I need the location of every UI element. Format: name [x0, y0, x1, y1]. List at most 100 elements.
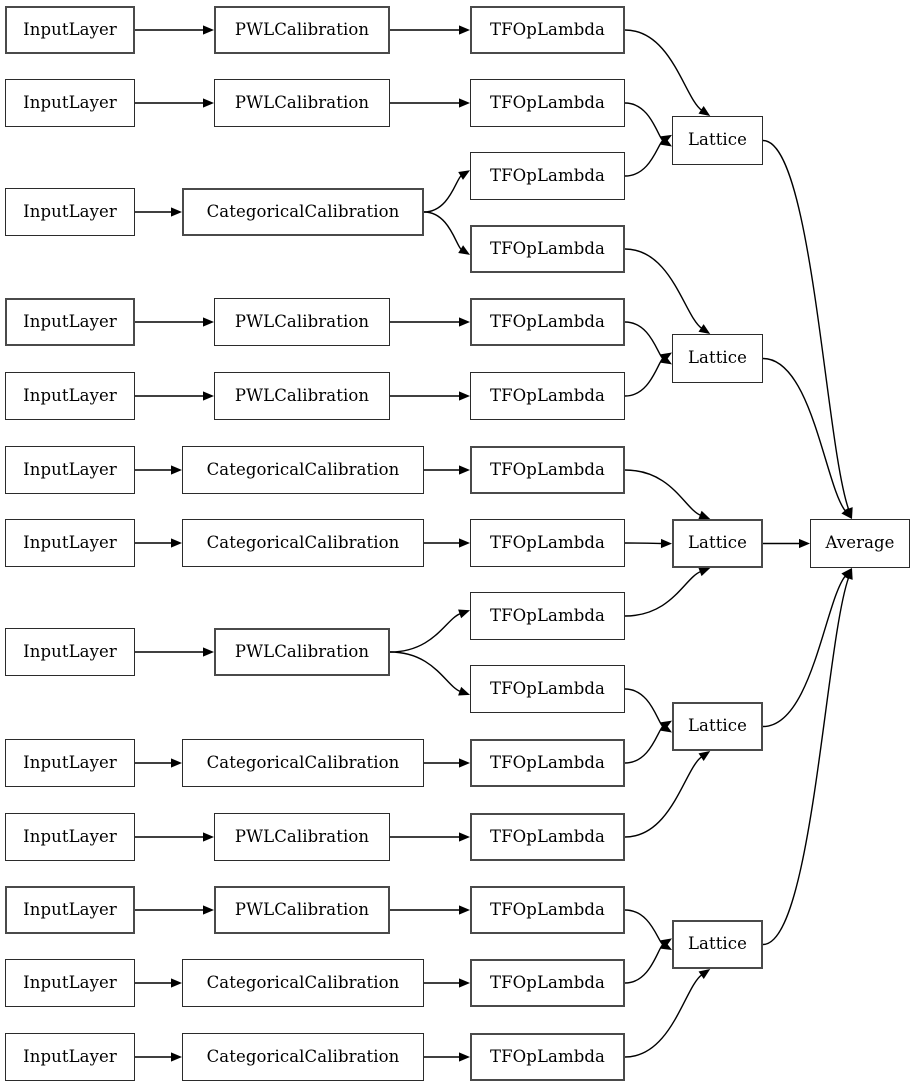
edge-lam6-to-lat2 [624, 357, 665, 397]
arrowhead-cal8-to-lam9 [458, 609, 470, 619]
node-lam10: TFOpLambda [470, 665, 625, 713]
node-avg: Average [810, 519, 910, 568]
node-label-cal12: CategoricalCalibration [206, 972, 400, 992]
node-in7: InputLayer [5, 519, 135, 567]
arrowhead-lam14-to-lat5 [660, 938, 672, 949]
arrowhead-lam11-to-lat4 [660, 720, 672, 731]
node-lam14: TFOpLambda [470, 959, 625, 1007]
arrowhead-lam4-to-lat2 [698, 324, 711, 334]
node-label-cal5: PWLCalibration [234, 385, 370, 405]
arrowhead-in8-to-cal8 [203, 647, 214, 657]
edge-lam12-to-lat4 [624, 756, 703, 838]
node-lat2: Lattice [672, 334, 763, 383]
node-label-cal3: CategoricalCalibration [206, 201, 400, 221]
arrowhead-in9-to-cal9 [171, 758, 182, 768]
node-label-lam2: TFOpLambda [490, 92, 605, 112]
node-cal9: CategoricalCalibration [182, 739, 424, 787]
arrowhead-in1-to-cal1 [203, 25, 214, 35]
node-label-avg: Average [825, 533, 895, 553]
edge-lam9-to-lat3 [624, 570, 702, 617]
arrowhead-in3-to-cal3 [171, 207, 182, 217]
node-lam9: TFOpLambda [470, 592, 625, 640]
edge-lam13-to-lat5 [624, 909, 664, 946]
node-lam12: TFOpLambda [470, 813, 625, 861]
node-lam7: TFOpLambda [470, 446, 625, 494]
node-label-cal11: PWLCalibration [234, 899, 370, 919]
node-lam5: TFOpLambda [470, 298, 625, 346]
arrowhead-in13-to-cal13 [171, 1052, 182, 1062]
edge-lam11-to-lat4 [624, 725, 664, 764]
node-cal6: CategoricalCalibration [182, 446, 424, 494]
node-lam8: TFOpLambda [470, 519, 625, 567]
node-label-lat4: Lattice [687, 716, 748, 736]
arrowhead-in6-to-cal6 [171, 465, 182, 475]
node-label-in6: InputLayer [23, 459, 117, 479]
arrowhead-in11-to-cal11 [203, 905, 214, 915]
node-in5: InputLayer [5, 372, 135, 420]
node-cal4: PWLCalibration [214, 298, 390, 346]
node-label-in8: InputLayer [23, 641, 117, 661]
node-in2: InputLayer [5, 79, 135, 127]
node-label-lam13: TFOpLambda [490, 899, 605, 919]
node-label-lam1: TFOpLambda [490, 19, 605, 39]
arrowhead-lat5-to-avg [843, 568, 853, 580]
arrowhead-cal3-to-lam3 [458, 170, 470, 180]
node-label-lam15: TFOpLambda [490, 1046, 605, 1066]
arrowhead-lam12-to-lat4 [698, 751, 711, 761]
node-label-in3: InputLayer [23, 201, 117, 221]
arrowhead-cal9-to-lam11 [459, 758, 470, 768]
arrowhead-lam15-to-lat5 [698, 969, 711, 980]
node-in11: InputLayer [5, 886, 135, 934]
edge-lat5-to-avg [762, 577, 850, 946]
node-in8: InputLayer [5, 628, 135, 676]
node-label-in4: InputLayer [23, 311, 117, 331]
edge-lam4-to-lat2 [624, 248, 703, 330]
node-label-cal13: CategoricalCalibration [206, 1046, 400, 1066]
edge-lam2-to-lat1 [624, 102, 665, 142]
node-cal3: CategoricalCalibration [182, 188, 424, 236]
node-cal13: CategoricalCalibration [182, 1033, 424, 1081]
arrowhead-lam1-to-lat1 [698, 106, 711, 116]
node-in3: InputLayer [5, 188, 135, 236]
node-cal5: PWLCalibration [214, 372, 390, 420]
node-label-cal10: PWLCalibration [234, 826, 370, 846]
node-lat3: Lattice [672, 519, 763, 568]
arrowhead-in2-to-cal2 [203, 98, 214, 108]
edge-cal3-to-lam3 [423, 174, 462, 213]
arrowhead-cal12-to-lam14 [459, 978, 470, 988]
node-label-cal6: CategoricalCalibration [206, 459, 400, 479]
node-label-in2: InputLayer [23, 92, 117, 112]
node-lat1: Lattice [672, 116, 763, 165]
edge-lam15-to-lat5 [624, 974, 703, 1058]
node-label-lam11: TFOpLambda [490, 752, 605, 772]
node-label-in13: InputLayer [23, 1046, 117, 1066]
arrowhead-cal4-to-lam5 [459, 317, 470, 327]
node-lam2: TFOpLambda [470, 79, 625, 127]
arrowhead-cal1-to-lam1 [459, 25, 470, 35]
node-cal10: PWLCalibration [214, 813, 390, 861]
arrowhead-cal7-to-lam8 [459, 538, 470, 548]
node-in9: InputLayer [5, 739, 135, 787]
edge-lat1-to-avg [762, 139, 850, 510]
arrowhead-cal13-to-lam15 [459, 1052, 470, 1062]
arrowhead-cal6-to-lam7 [459, 465, 470, 475]
node-label-cal9: CategoricalCalibration [206, 752, 400, 772]
node-label-cal7: CategoricalCalibration [206, 532, 400, 552]
arrowhead-lat2-to-avg [841, 507, 852, 519]
node-lat4: Lattice [672, 702, 763, 751]
arrowhead-cal10-to-lam12 [459, 832, 470, 842]
edge-lam5-to-lat2 [624, 321, 664, 360]
node-label-cal2: PWLCalibration [234, 92, 370, 112]
node-label-in11: InputLayer [23, 899, 117, 919]
node-in6: InputLayer [5, 446, 135, 494]
node-label-lam4: TFOpLambda [490, 238, 605, 258]
node-lam3: TFOpLambda [470, 152, 625, 200]
node-cal2: PWLCalibration [214, 79, 390, 127]
node-in10: InputLayer [5, 813, 135, 861]
arrowhead-in12-to-cal12 [171, 978, 182, 988]
node-label-lat1: Lattice [687, 130, 748, 150]
arrowhead-cal3-to-lam4 [458, 245, 470, 255]
node-label-lam7: TFOpLambda [490, 459, 605, 479]
